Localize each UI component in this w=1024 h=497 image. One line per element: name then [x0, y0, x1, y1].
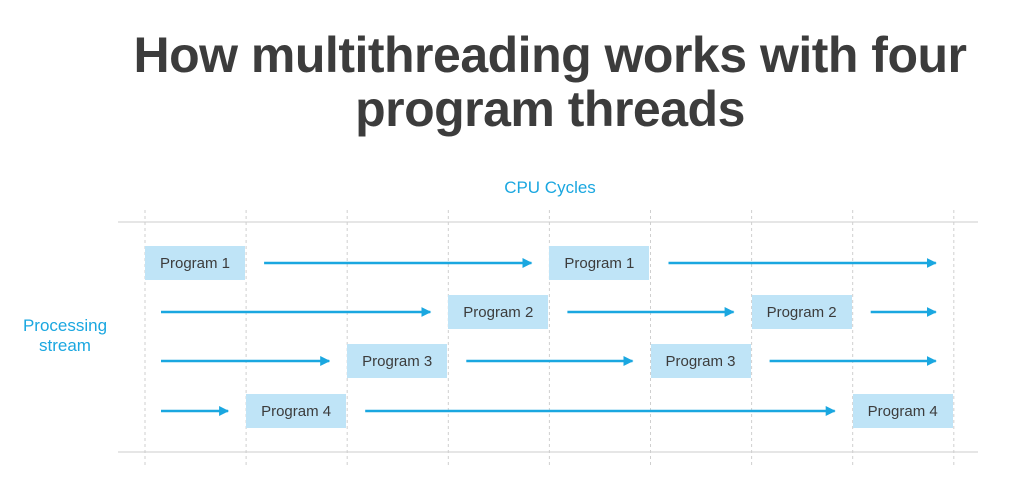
- processing-stream-label: Processing stream: [22, 316, 108, 355]
- program-box: Program 1: [549, 246, 650, 280]
- program-box: Program 4: [852, 394, 953, 428]
- program-box: Program 3: [650, 344, 751, 378]
- program-box: Program 2: [448, 295, 549, 329]
- program-box: Program 1: [145, 246, 245, 280]
- cpu-cycles-label: CPU Cycles: [504, 178, 596, 197]
- program-box: Program 4: [246, 394, 347, 428]
- program-box: Program 2: [751, 295, 852, 329]
- diagram-title: How multithreading works with four progr…: [133, 27, 968, 137]
- program-box: Program 3: [347, 344, 448, 378]
